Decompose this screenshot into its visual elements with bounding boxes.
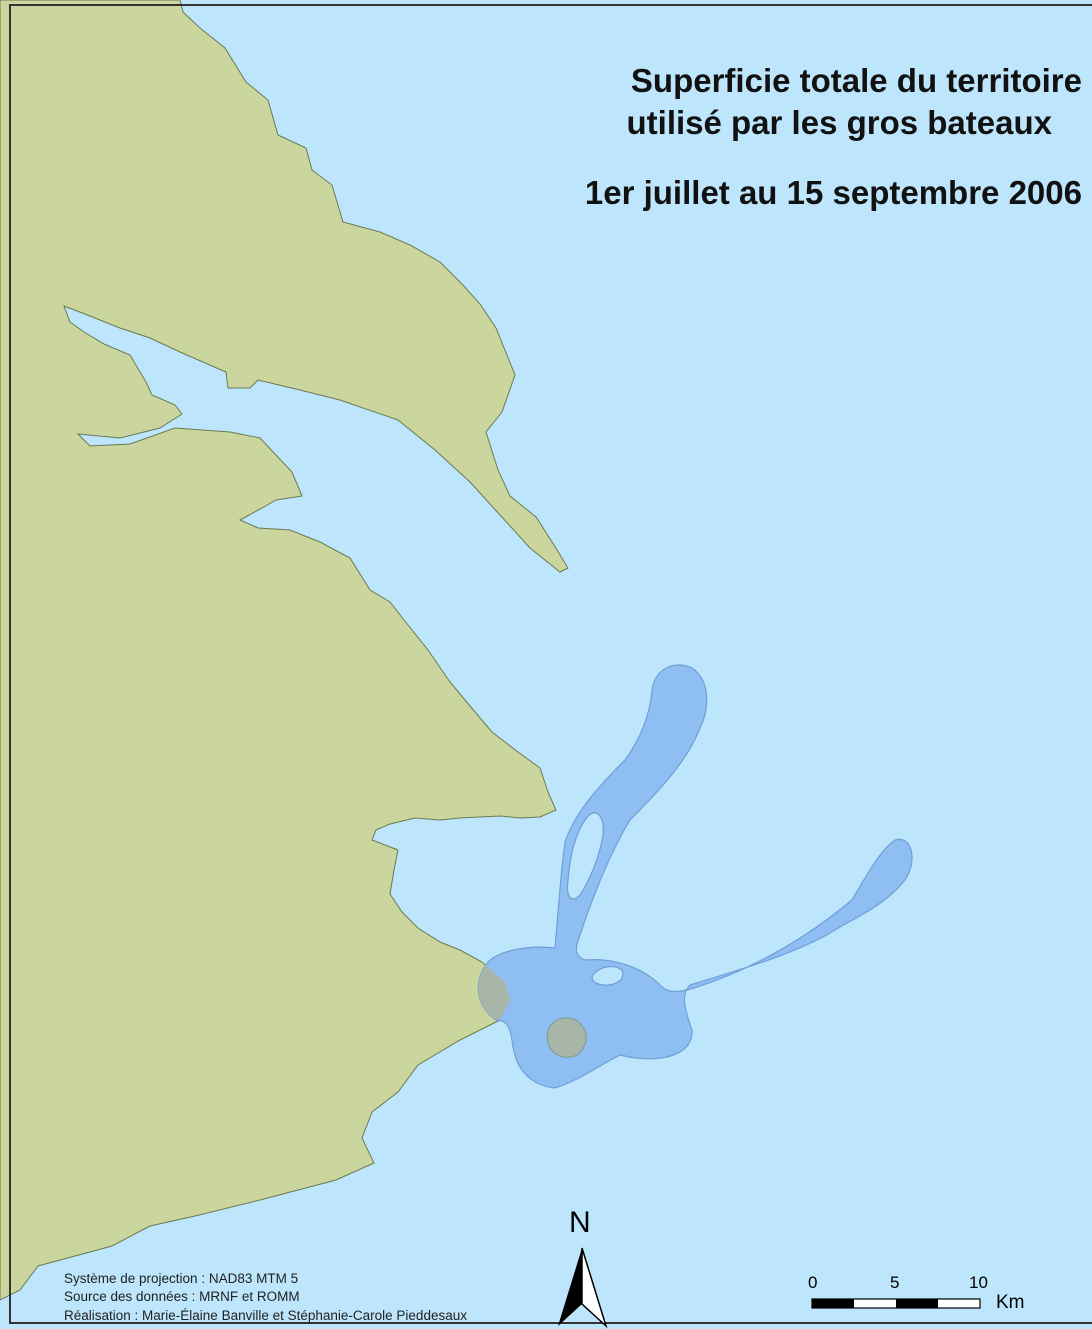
map-title-line-1: Superficie totale du territoire bbox=[630, 62, 1082, 99]
north-arrow-icon bbox=[558, 1247, 608, 1329]
map-period: 1er juillet au 15 septembre 2006 bbox=[584, 174, 1082, 211]
scale-tick-5: 5 bbox=[890, 1273, 900, 1292]
scale-tick-0: 0 bbox=[808, 1273, 818, 1292]
map-title-line-2: utilisé par les gros bateaux bbox=[626, 104, 1053, 141]
islet bbox=[546, 1017, 587, 1058]
credit-authors: Réalisation : Marie-Élaine Banville et S… bbox=[64, 1308, 467, 1323]
scale-tick-10: 10 bbox=[969, 1273, 988, 1292]
map-frame bbox=[9, 4, 1092, 1324]
scale-bar bbox=[811, 1298, 981, 1309]
credit-projection: Système de projection : NAD83 MTM 5 bbox=[64, 1271, 299, 1286]
north-label: N bbox=[569, 1206, 591, 1239]
land-area bbox=[0, 0, 569, 1301]
usage-area-polygon bbox=[477, 664, 913, 1089]
scale-unit: Km bbox=[996, 1292, 1025, 1313]
credit-source: Source des données : MRNF et ROMM bbox=[64, 1289, 300, 1304]
